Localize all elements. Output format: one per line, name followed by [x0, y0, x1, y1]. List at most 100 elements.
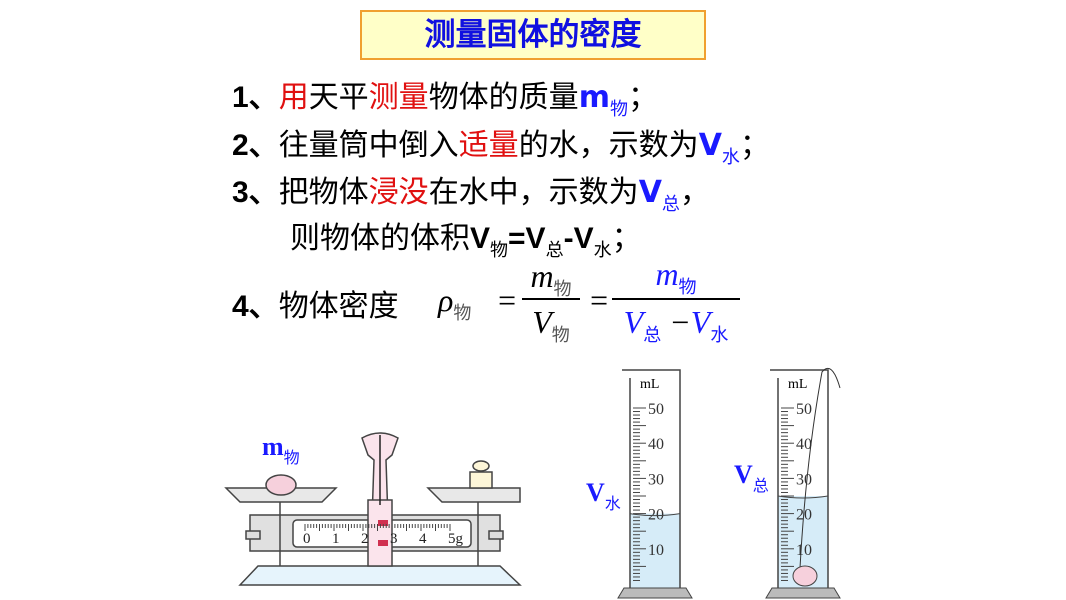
sub: 水: [604, 496, 621, 513]
equals: =: [496, 282, 518, 318]
cylinder-tick-label: 10: [648, 542, 664, 559]
denominator-diff: V总 −V水: [612, 304, 740, 347]
step-2: 2、往量筒中倒入适量的水，示数为V水；: [232, 120, 770, 169]
var: m: [262, 432, 284, 461]
var-sub: 总: [545, 240, 564, 260]
total-volume-label: V总: [734, 460, 769, 496]
fraction-bar: [612, 298, 740, 300]
text: 物体密度: [278, 289, 399, 324]
minus: −: [669, 304, 691, 340]
var: V: [586, 478, 605, 507]
numerator-m-blue: m物: [612, 256, 740, 299]
m-sub: 物: [678, 277, 697, 297]
text: 测量: [368, 80, 429, 115]
balance-scale-label: 1: [332, 531, 340, 547]
text: 则物体的体积: [290, 221, 470, 256]
var-sub: 水: [593, 240, 612, 260]
rho-sub: 物: [453, 303, 472, 323]
text: 适量: [458, 128, 519, 163]
text: 物体的质量: [428, 80, 579, 115]
balance-scale-label: 3: [390, 531, 398, 547]
text: 把物体: [278, 175, 369, 210]
numerator-m: m物: [522, 258, 580, 301]
var-letter: m: [578, 80, 610, 115]
step-1: 1、用天平测量物体的质量m物；: [232, 72, 658, 121]
water-volume-label: V水: [586, 478, 621, 514]
text: =: [508, 222, 526, 255]
V: V: [623, 304, 644, 340]
density-symbol: ρ物: [438, 282, 471, 325]
sub: 物: [283, 450, 300, 467]
text: 往量筒中倒入: [278, 128, 459, 163]
text: ；: [627, 80, 658, 115]
step-3-volume: 则物体的体积V物=V总-V水；: [290, 213, 642, 262]
var: V水: [698, 128, 740, 168]
cylinder-wall: [622, 369, 681, 588]
V-sub: 物: [551, 325, 570, 345]
cylinder-base: [617, 587, 693, 599]
equals: =: [588, 282, 610, 318]
balance-scale-label: 4: [419, 531, 427, 547]
var-letter: V: [525, 222, 546, 255]
sub: 总: [752, 478, 769, 495]
m-sub: 物: [553, 279, 572, 299]
text: 天平: [308, 80, 369, 115]
thread: [799, 368, 841, 569]
text: ；: [611, 221, 642, 256]
cylinder-tick-label: 10: [796, 542, 812, 559]
meniscus: [629, 513, 681, 517]
var: V: [734, 460, 753, 489]
balance-scale-label: 5g: [448, 531, 464, 547]
step-number: 3、: [232, 176, 279, 209]
var-sub: 物: [609, 99, 628, 120]
cylinder-tick-label: 30: [796, 471, 812, 488]
unit-label: mL: [788, 377, 807, 392]
var-sub: 总: [661, 194, 680, 215]
rho: ρ: [438, 282, 454, 318]
sub: 总: [643, 325, 662, 345]
m: m: [530, 258, 554, 294]
slide-title: 测量固体的密度: [360, 10, 706, 60]
balance-scale-label: 2: [361, 531, 369, 547]
var-letter: V: [470, 222, 491, 255]
var-letter: V: [638, 175, 662, 210]
text: 浸没: [368, 175, 429, 210]
V: V: [690, 304, 711, 340]
mass-label: m物: [262, 432, 300, 468]
denominator-v: V物: [522, 304, 580, 347]
V: V: [532, 304, 552, 340]
step-4: 4、物体密度: [232, 281, 399, 325]
m: m: [655, 256, 679, 292]
text: 的水，示数为: [518, 128, 699, 163]
step-number: 1、: [232, 81, 279, 114]
step-number: 4、: [232, 290, 279, 323]
balance-scale-label: 0: [303, 531, 311, 547]
cylinder-tick-label: 50: [648, 401, 664, 418]
cylinder-tick-label: 30: [648, 471, 664, 488]
var-sub: 水: [721, 147, 740, 168]
balance-illustration: [224, 432, 522, 586]
text: 在水中，示数为: [428, 175, 639, 210]
solid-object: [792, 565, 818, 587]
text: ，: [679, 175, 710, 210]
step-3: 3、把物体浸没在水中，示数为V总，: [232, 167, 710, 216]
var-sub: 物: [490, 240, 509, 260]
fraction-bar: [522, 298, 580, 300]
var-letter: V: [698, 128, 722, 163]
text: 用: [278, 80, 309, 115]
cylinder-tick-label: 50: [796, 401, 812, 418]
cylinder-tick-label: 40: [648, 436, 664, 453]
var-letter: V: [573, 222, 594, 255]
var: m物: [578, 80, 628, 120]
meniscus: [777, 495, 829, 499]
var: V总: [638, 175, 680, 215]
step-number: 2、: [232, 129, 279, 162]
text: -: [563, 222, 574, 255]
sub: 水: [710, 325, 729, 345]
text: ；: [739, 128, 770, 163]
cylinder-wall: [770, 369, 829, 588]
